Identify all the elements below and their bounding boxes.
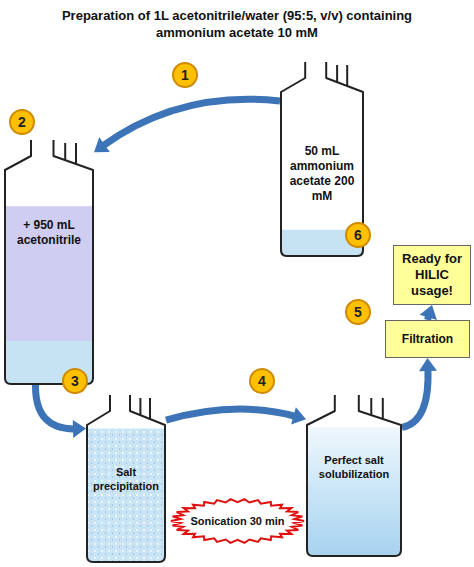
text-holder: Perfect salt solubilization <box>310 453 398 481</box>
liquid-layer <box>306 427 402 557</box>
bottle-shape <box>87 395 165 562</box>
solvent-bottle: Perfect salt solubilization <box>306 395 402 557</box>
bottle-liquid <box>306 427 402 557</box>
node-text: Filtration <box>391 332 464 347</box>
sonication-burst: Sonication 30 min <box>170 498 305 544</box>
bottle-side-tube <box>140 398 150 419</box>
solvent-bottle: + 950 mL acetonitrile <box>4 140 94 385</box>
callout-number: 6 <box>345 222 371 248</box>
bottle-shape <box>5 140 93 384</box>
bottle-side-tube <box>337 65 347 86</box>
process-box: Ready for HILIC usage! <box>393 245 471 305</box>
text-holder: 50 mL ammonium acetate 200 mM <box>284 144 360 204</box>
arrow-head <box>94 137 110 152</box>
text-holder: Sonication 30 min <box>181 514 294 528</box>
diagram-title: Preparation of 1L acetonitrile/water (95… <box>37 7 437 41</box>
callout-number: 1 <box>172 62 198 88</box>
node-text: + 950 mL acetonitrile <box>8 218 90 248</box>
solvent-bottle: Salt precipitation <box>86 395 166 563</box>
callout-number: 4 <box>249 368 275 394</box>
node-text: 50 mL ammonium acetate 200 mM <box>284 144 360 204</box>
text-holder: Filtration <box>391 332 464 347</box>
starburst-shape <box>171 499 304 543</box>
process-box: Filtration <box>385 320 470 358</box>
arrow-shaft <box>102 99 280 146</box>
bottle-side-tube <box>65 143 76 164</box>
step-note: Sonication 30 min <box>181 514 294 528</box>
bottle-side-tube <box>371 398 383 419</box>
bottle-shape <box>307 395 401 556</box>
text-holder: + 950 mL acetonitrile <box>8 218 90 248</box>
liquid-layer <box>4 206 94 385</box>
text-holder: Ready for HILIC usage! <box>399 251 465 299</box>
bottle-outline <box>86 395 166 563</box>
flow-arrow <box>420 305 437 320</box>
arrow-head <box>420 305 437 320</box>
text-holder: Salt precipitation <box>90 465 162 493</box>
arrow-shaft <box>402 368 428 427</box>
arrow-head <box>419 358 437 371</box>
bottle-liquid <box>86 429 166 563</box>
flow-arrow <box>94 99 280 152</box>
flow-arrow <box>402 358 437 427</box>
arrow-head <box>73 420 86 438</box>
node-text: Perfect salt solubilization <box>310 453 398 481</box>
bottle-outline <box>4 140 94 385</box>
arrow-shaft <box>166 409 296 420</box>
callout-number: 5 <box>345 299 371 325</box>
node-text: Ready for HILIC usage! <box>399 251 465 299</box>
bottle-liquid <box>4 206 94 385</box>
arrow-head <box>291 407 306 424</box>
callout-number: 3 <box>62 368 88 394</box>
callout-number: 2 <box>9 109 35 135</box>
liquid-layer <box>86 429 166 563</box>
flow-arrow <box>166 407 306 424</box>
node-text: Salt precipitation <box>90 465 162 493</box>
